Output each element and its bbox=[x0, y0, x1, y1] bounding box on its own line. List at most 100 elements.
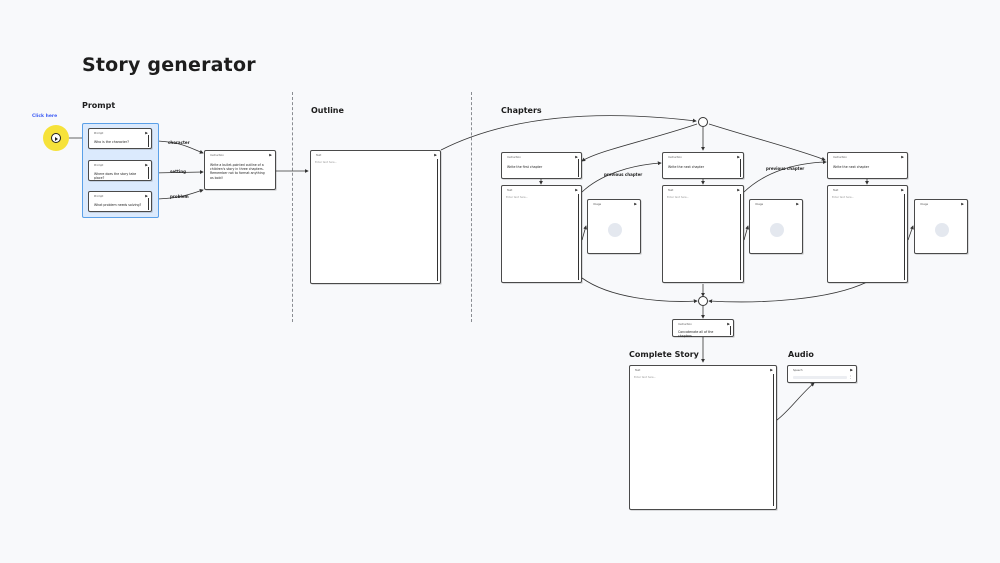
text-placeholder[interactable]: Enter text here... bbox=[315, 161, 338, 164]
play-icon[interactable]: ▶ bbox=[634, 202, 637, 206]
edge-ch2-image bbox=[743, 225, 750, 241]
text-placeholder[interactable]: Enter text here... bbox=[667, 196, 690, 199]
section-divider-2 bbox=[471, 92, 472, 322]
node-type-label: Instruction bbox=[210, 154, 224, 157]
prompt-text: What problem needs solving? bbox=[94, 203, 142, 207]
play-icon[interactable]: ▶ bbox=[961, 202, 964, 206]
node-type-label: Image bbox=[920, 203, 929, 206]
concat-instruction-node[interactable]: Instruction ▶ Concatenate all of the cha… bbox=[672, 319, 734, 339]
node-type-label: Text bbox=[635, 369, 641, 372]
section-prompt: Prompt bbox=[82, 101, 116, 110]
chapter-3-text-node[interactable]: Text ▶ Enter text here... bbox=[827, 185, 908, 283]
edge-ch1-image bbox=[581, 225, 588, 241]
instruction-text: Concatenate all of the chapters bbox=[678, 330, 714, 339]
scrollbar[interactable] bbox=[739, 159, 741, 177]
node-type-label: Text bbox=[668, 189, 674, 192]
image-placeholder-icon bbox=[770, 223, 784, 237]
node-type-label: Text bbox=[507, 189, 513, 192]
complete-story-text-node[interactable]: Text ▶ Enter text here... bbox=[629, 365, 777, 510]
instruction-text: Write the next chapter bbox=[668, 165, 705, 169]
prompt-node-2[interactable]: Prompt ▶ Where does the story take place… bbox=[88, 160, 152, 181]
node-type-label: Image bbox=[755, 203, 764, 206]
play-icon[interactable]: ▶ bbox=[737, 155, 740, 159]
section-divider-1 bbox=[292, 92, 293, 322]
node-type-label: Instruction bbox=[668, 156, 682, 159]
play-icon[interactable]: ▶ bbox=[145, 131, 148, 135]
scrollbar[interactable] bbox=[729, 326, 731, 335]
edge-setting bbox=[151, 170, 204, 175]
section-chapters: Chapters bbox=[501, 106, 542, 115]
prompt-node-1[interactable]: Prompt ▶ Who is the character? bbox=[88, 128, 152, 149]
play-icon[interactable]: ▶ bbox=[575, 155, 578, 159]
scrollbar[interactable] bbox=[739, 194, 741, 280]
text-placeholder[interactable]: Enter text here... bbox=[634, 376, 657, 379]
scrollbar[interactable] bbox=[577, 194, 579, 280]
play-icon[interactable]: ▶ bbox=[737, 188, 740, 192]
image-placeholder-icon bbox=[935, 223, 949, 237]
prompt-node-3[interactable]: Prompt ▶ What problem needs solving? bbox=[88, 191, 152, 212]
edge-previous-chapter-1 bbox=[581, 161, 662, 193]
play-icon[interactable]: ▶ bbox=[269, 153, 272, 157]
scrollbar[interactable] bbox=[147, 167, 149, 179]
chapter-3-image-node[interactable]: Image ▶ bbox=[914, 199, 968, 254]
edge-ch3-image bbox=[907, 225, 914, 241]
chapter-2-image-node[interactable]: Image ▶ bbox=[749, 199, 803, 254]
edge-label-character: character bbox=[168, 140, 190, 145]
outline-text-node[interactable]: Text ▶ Enter text here... bbox=[310, 150, 441, 284]
play-icon[interactable]: ▶ bbox=[434, 153, 437, 157]
scrollbar[interactable] bbox=[903, 194, 905, 280]
scrollbar[interactable] bbox=[436, 159, 438, 281]
chapter-1-text-node[interactable]: Text ▶ Enter text here... bbox=[501, 185, 582, 283]
instruction-text: Write the first chapter bbox=[507, 165, 543, 169]
edge-junction-ch3 bbox=[708, 123, 826, 161]
audio-speech-node[interactable]: Speech ▶ ⋮ bbox=[787, 365, 857, 383]
audio-menu-icon[interactable]: ⋮ bbox=[849, 375, 853, 379]
node-type-label: Instruction bbox=[833, 156, 847, 159]
edge-ch3-bottom-junction bbox=[708, 281, 868, 304]
play-icon[interactable]: ▶ bbox=[901, 155, 904, 159]
edge-previous-chapter-2 bbox=[743, 160, 827, 193]
instruction-text: Write the next chapter bbox=[833, 165, 870, 169]
play-icon[interactable]: ▶ bbox=[850, 368, 853, 372]
instruction-text: Write a bullet-pointed outline of a chil… bbox=[210, 163, 265, 180]
chapter-2-instruction-node[interactable]: Instruction ▶ Write the next chapter bbox=[662, 152, 744, 179]
start-button[interactable] bbox=[51, 133, 61, 143]
prompt-text: Who is the character? bbox=[94, 140, 129, 144]
merge-junction-bottom bbox=[698, 296, 708, 306]
node-type-label: Instruction bbox=[678, 323, 692, 326]
play-icon[interactable]: ▶ bbox=[575, 188, 578, 192]
play-icon[interactable]: ▶ bbox=[796, 202, 799, 206]
image-placeholder-icon bbox=[608, 223, 622, 237]
edge-label-previous-chapter-2: previous chapter bbox=[766, 166, 805, 171]
chapter-3-instruction-node[interactable]: Instruction ▶ Write the next chapter bbox=[827, 152, 908, 179]
text-placeholder[interactable]: Enter text here... bbox=[832, 196, 855, 199]
audio-progress-track[interactable] bbox=[793, 376, 847, 379]
edge-story-audio bbox=[776, 382, 815, 421]
node-type-label: Speech bbox=[793, 369, 803, 372]
node-type-label: Text bbox=[833, 189, 839, 192]
scrollbar[interactable] bbox=[147, 135, 149, 147]
play-icon[interactable]: ▶ bbox=[145, 163, 148, 167]
play-icon[interactable]: ▶ bbox=[727, 322, 730, 326]
edge-label-setting: setting bbox=[170, 169, 186, 174]
node-type-label: Text bbox=[316, 154, 322, 157]
play-icon[interactable]: ▶ bbox=[145, 194, 148, 198]
scrollbar[interactable] bbox=[147, 198, 149, 210]
node-type-label: Prompt bbox=[94, 132, 104, 135]
section-audio: Audio bbox=[788, 350, 814, 359]
play-icon[interactable]: ▶ bbox=[770, 368, 773, 372]
edge-junction-ch1 bbox=[581, 123, 698, 162]
chapter-2-text-node[interactable]: Text ▶ Enter text here... bbox=[662, 185, 744, 283]
section-complete-story: Complete Story bbox=[629, 350, 699, 359]
click-here-label: Click here bbox=[32, 114, 58, 119]
chapter-1-image-node[interactable]: Image ▶ bbox=[587, 199, 641, 254]
scrollbar[interactable] bbox=[577, 159, 579, 177]
outline-instruction-node[interactable]: Instruction ▶ Write a bullet-pointed out… bbox=[204, 150, 276, 190]
play-icon[interactable]: ▶ bbox=[901, 188, 904, 192]
node-type-label: Image bbox=[593, 203, 602, 206]
chapter-1-instruction-node[interactable]: Instruction ▶ Write the first chapter bbox=[501, 152, 582, 179]
scrollbar[interactable] bbox=[772, 374, 774, 506]
text-placeholder[interactable]: Enter text here... bbox=[506, 196, 529, 199]
page-title: Story generator bbox=[82, 54, 256, 76]
